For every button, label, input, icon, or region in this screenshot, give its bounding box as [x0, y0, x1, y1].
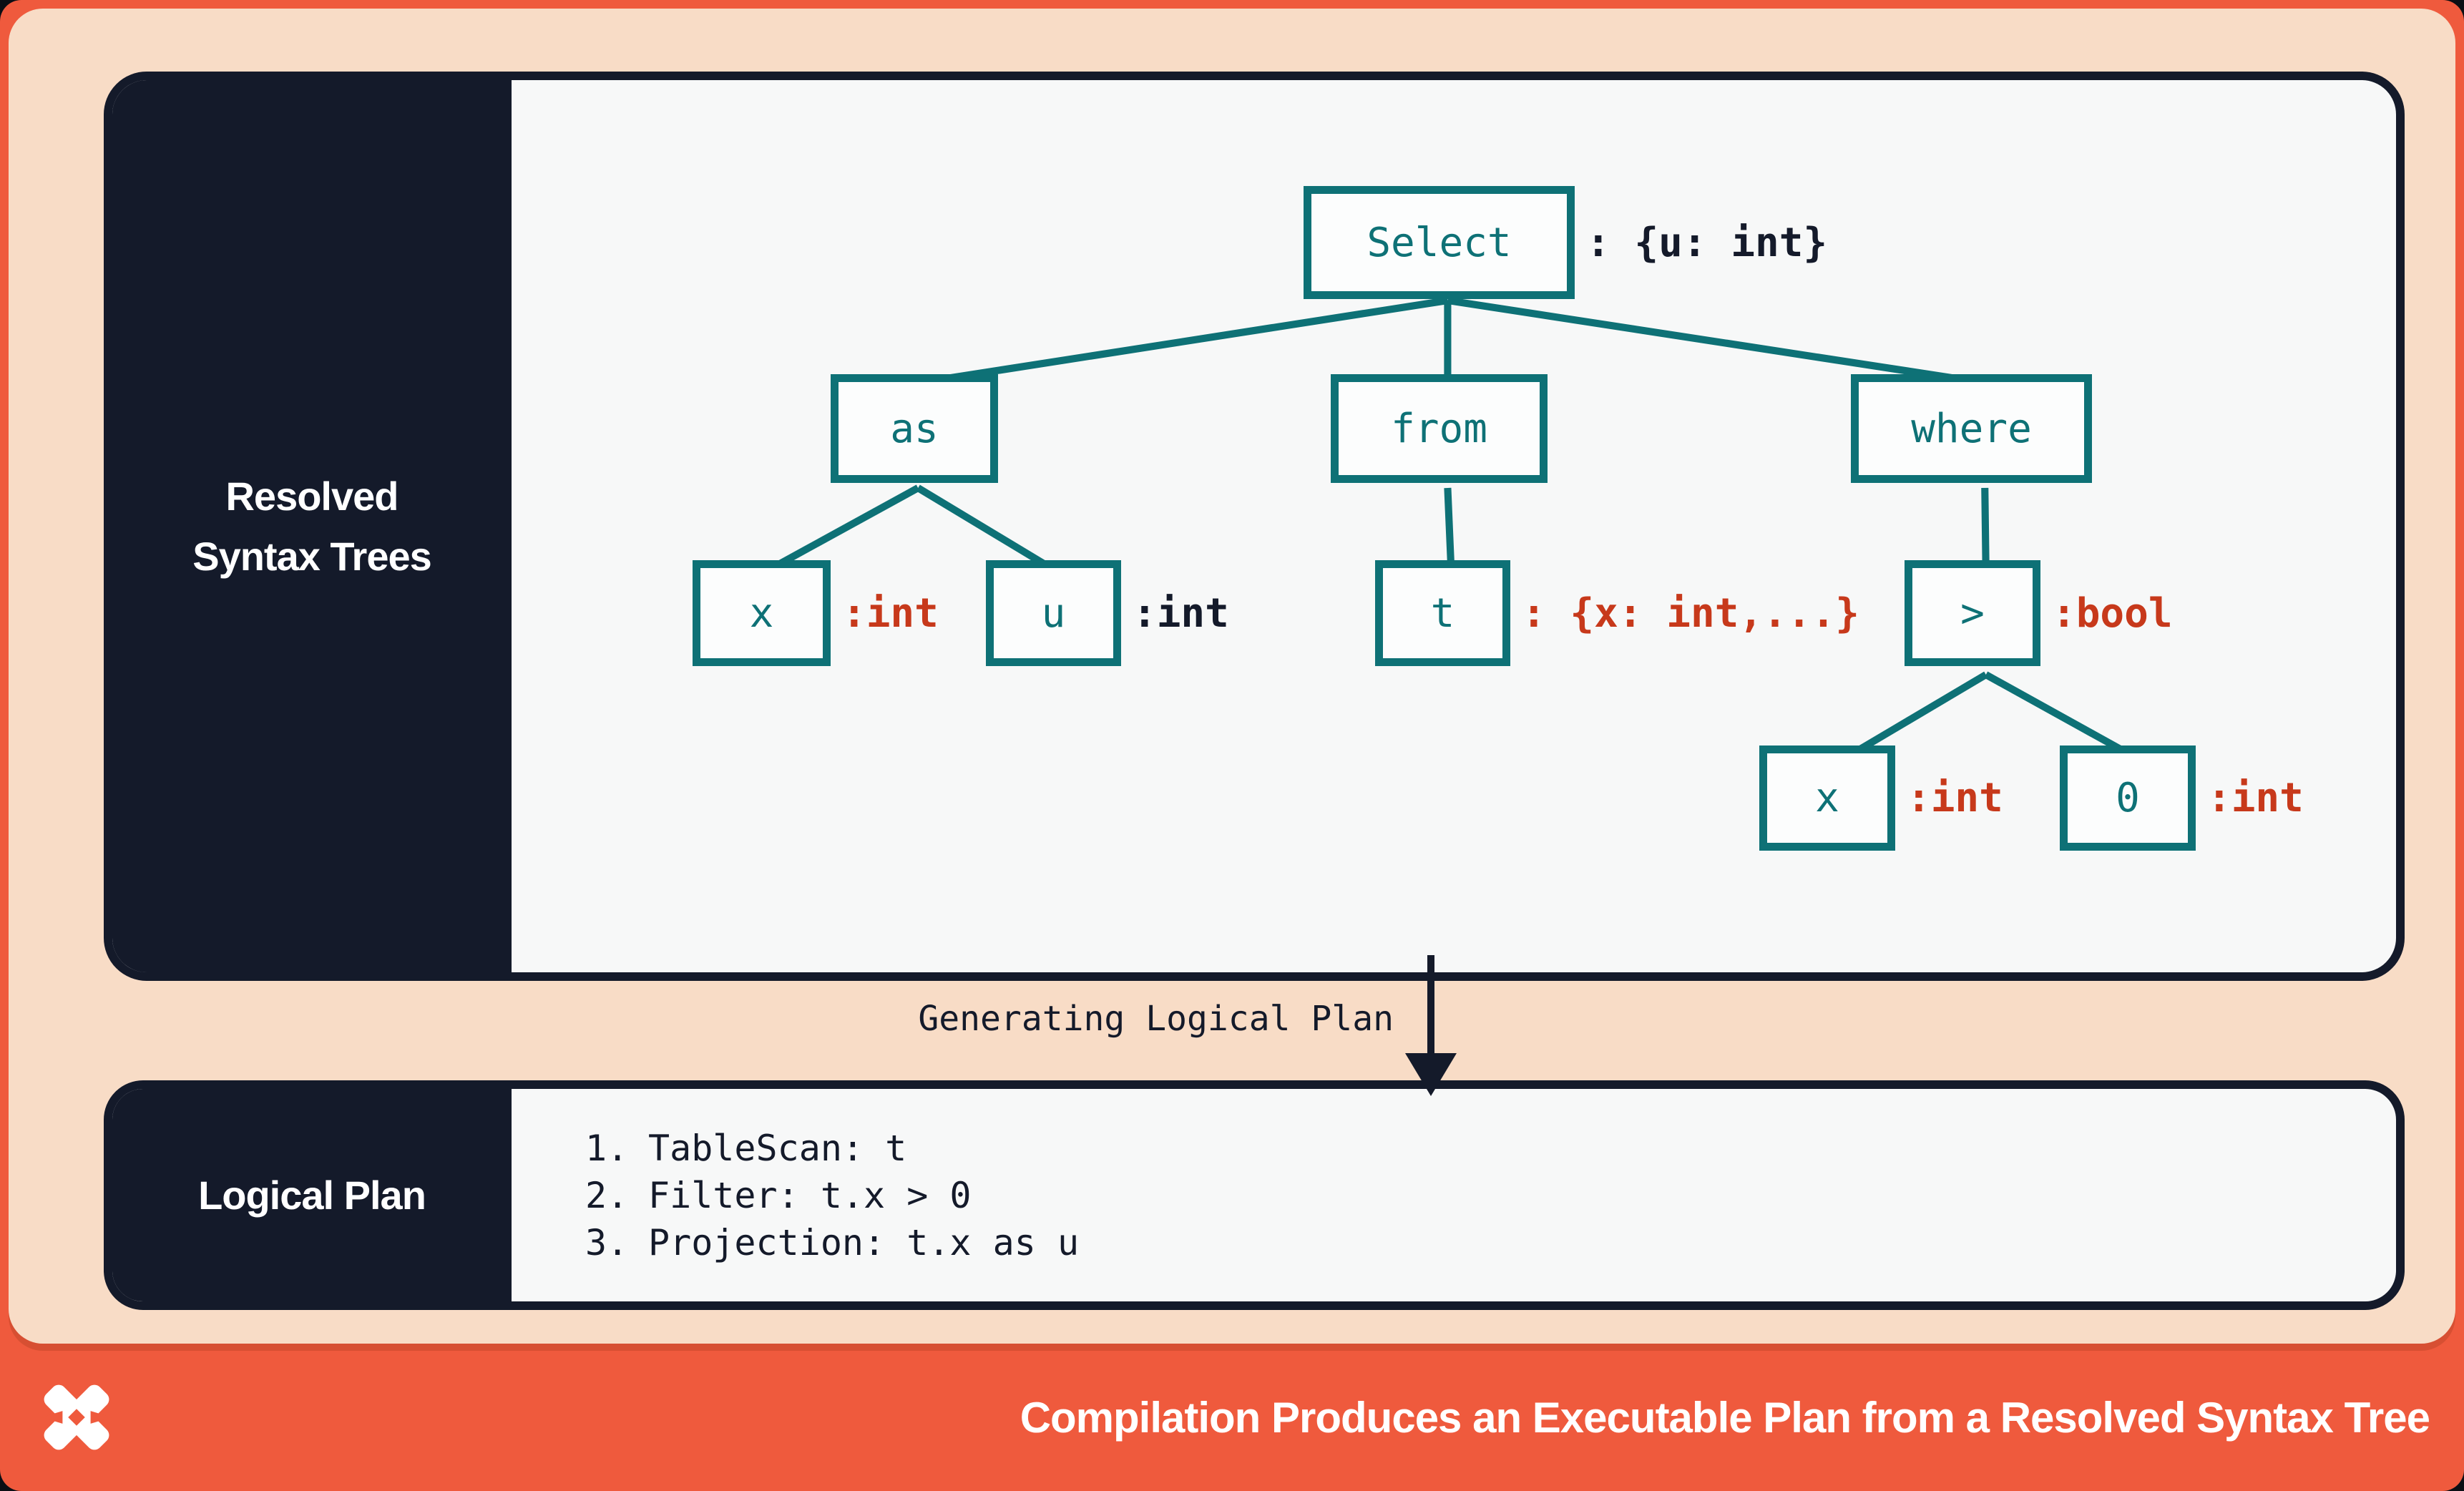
tree-node-label: from [1391, 405, 1487, 452]
pinwheel-x-logo-icon [41, 1384, 112, 1450]
tree-node-label: u [1041, 590, 1066, 637]
tree-node-zero: 0 [2060, 746, 2196, 851]
tree-node-as: as [831, 374, 998, 483]
tree-node-select: Select [1304, 186, 1575, 299]
tree-node-label: x [1815, 775, 1839, 821]
type-annotation-gt: :bool [2052, 590, 2173, 637]
tree-node-u: u [986, 560, 1121, 666]
tree-node-from: from [1331, 374, 1548, 483]
tree-node-x2: x [1759, 746, 1895, 851]
content-card: Resolved Syntax Trees Select : {u: int} as… [9, 9, 2455, 1344]
tree-node-t: t [1375, 560, 1510, 666]
plan-step: 2.Filter: t.x > 0 [585, 1178, 2396, 1213]
type-annotation-select: : {u: int} [1586, 219, 1828, 266]
tree-node-where: where [1851, 374, 2092, 483]
tree-node-label: 0 [2116, 775, 2140, 821]
type-annotation-x1: :int [842, 590, 939, 637]
type-annotation-u: :int [1133, 590, 1229, 637]
type-annotation-zero: :int [2207, 775, 2304, 821]
plan-step-text: TableScan: t [648, 1127, 907, 1169]
plan-step: 3.Projection: t.x as u [585, 1225, 2396, 1261]
plan-step-number: 2. [585, 1174, 629, 1216]
tree-node-label: > [1960, 590, 1985, 637]
footer-bar: Compilation Produces an Executable Plan … [0, 1344, 2464, 1491]
down-arrow-head [1405, 1053, 1457, 1096]
tree-node-label: as [890, 405, 939, 452]
plan-step-number: 1. [585, 1127, 629, 1169]
bottom-panel-title: Logical Plan [198, 1172, 426, 1218]
plan-step-text: Projection: t.x as u [648, 1221, 1080, 1263]
tree-node-label: t [1430, 590, 1455, 637]
tree-node-label: where [1911, 405, 2032, 452]
tree-edges [762, 296, 2145, 765]
top-panel-title-line2: Syntax Trees [192, 533, 432, 579]
top-panel-title-line1: Resolved [225, 473, 399, 519]
tree-node-label: x [749, 590, 774, 637]
resolved-syntax-trees-panel: Resolved Syntax Trees Select : {u: int} as… [104, 72, 2405, 981]
type-annotation-t: : {x: int,...} [1522, 590, 1860, 637]
syntax-tree-area: Select : {u: int} as from where x :int u :int t : … [512, 80, 2396, 972]
tree-node-gt: > [1905, 560, 2040, 666]
footer-title: Compilation Produces an Executable Plan … [1020, 1393, 2430, 1442]
arrow-label: Generating Logical Plan [918, 999, 1394, 1039]
top-panel-sidebar: Resolved Syntax Trees [112, 80, 512, 972]
plan-step-number: 3. [585, 1221, 629, 1263]
plan-step-text: Filter: t.x > 0 [648, 1174, 972, 1216]
plan-step: 1. TableScan: t [585, 1130, 2396, 1166]
tree-node-x1: x [693, 560, 831, 666]
tree-node-label: Select [1367, 219, 1512, 266]
top-panel-title: Resolved Syntax Trees [192, 466, 432, 587]
type-annotation-x2: :int [1907, 775, 2003, 821]
down-arrow-line [1427, 955, 1434, 1057]
bottom-panel-sidebar: Logical Plan [112, 1089, 512, 1301]
